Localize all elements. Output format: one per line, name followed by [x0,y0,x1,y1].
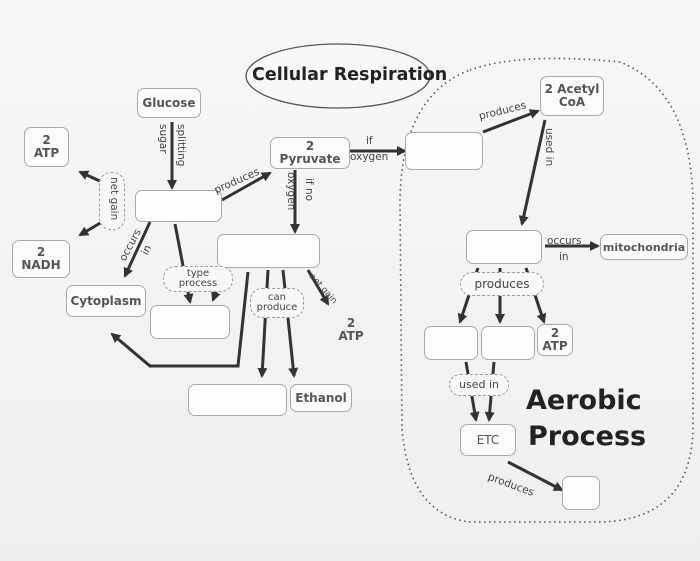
aerobic-heading-line1: Aerobic [526,385,642,416]
nadh-box: 2 NADH [12,240,70,278]
arrow-ferm-to-cytoplasm [110,271,250,368]
type-process-line1: type [186,268,210,279]
fermentation-product-blank-box[interactable] [188,384,287,416]
used-in-bubble: used in [449,374,509,396]
if-oxygen-label-1: if [366,135,373,147]
atp-mid-label: ATP [338,329,364,343]
acetyl-coa-box: 2 Acetyl CoA [540,76,604,116]
fermentation-blank-box[interactable] [217,234,320,268]
atp-right-box: 2 ATP [537,324,573,356]
mitochondria-text: mitochondria [602,240,686,254]
glucose-box: Glucose [137,88,201,118]
arrow-ferm-to-blank-bottom [257,269,270,378]
products-blank-box-left[interactable] [424,326,478,360]
produces-bubble-text: produces [474,277,530,291]
mitochondria-box: mitochondria [600,234,688,260]
atp-right-count: 2 [550,326,560,340]
arrow-ferm-to-ethanol [281,269,299,378]
aerobic-region-boundary [399,57,694,523]
arrow-acetyl-to-krebs [518,119,547,226]
occurs-label-2: occurs [547,235,582,247]
cytoplasm-box: Cytoplasm [66,285,146,317]
can-produce-bubble: can produce [250,288,304,318]
acetyl-label: CoA [558,95,586,109]
pyruvate-label: Pyruvate [279,152,341,166]
arrow-ferm-to-atp-mid [306,269,330,306]
etc-box: ETC [460,424,516,456]
atp-mid-count: 2 [346,316,356,330]
nadh-label: NADH [21,258,61,272]
glucose-text: Glucose [142,95,196,110]
pyruvate-count: 2 [305,139,315,153]
aerobic-heading-line2: Process [528,421,647,452]
atp-left-box: 2 ATP [24,127,69,167]
type-process-bubble: type process [163,266,233,292]
nadh-count: 2 [36,245,46,259]
type-process-blank-box[interactable] [150,305,230,339]
etc-product-blank-box[interactable] [562,476,600,510]
arrow-blank-to-nadh [78,220,103,237]
used-in-label-1: used in [543,128,555,167]
if-no-oxygen-label-1: if no [303,178,315,202]
atp-mid-box: 2 ATP [332,312,370,348]
in-label-2: in [559,251,569,263]
sugar-label: sugar [157,124,169,154]
aerobic-blank-box[interactable] [405,132,483,170]
atp-left-label: ATP [33,146,60,160]
net-gain-label-1: net gain [108,177,120,221]
arrow-blank-to-atp-left [78,170,103,184]
type-process-line2: process [178,278,218,289]
net-gain-bubble [99,172,125,230]
page-title: Cellular Respiration [252,65,448,85]
cytoplasm-text: Cytoplasm [70,293,142,308]
arrow-blank-to-cytoplasm-1 [123,221,152,278]
can-produce-line2: produce [256,302,298,313]
splitting-label: splitting [175,124,187,167]
acetyl-count: 2 Acetyl [544,82,600,96]
produces-bubble: produces [460,272,544,296]
arrow-aerobic-to-acetyl [482,109,540,134]
if-no-oxygen-label-2: oxygen [285,172,297,211]
title-ellipse [245,43,431,109]
if-oxygen-label-2: oxygen [350,151,389,163]
can-produce-line1: can [268,292,286,303]
ethanol-text: Ethanol [295,390,347,405]
used-in-bubble-text: used in [459,378,499,391]
products-blank-box-mid[interactable] [481,326,535,360]
krebs-blank-box[interactable] [466,230,542,264]
etc-text: ETC [476,432,500,447]
ethanol-box: Ethanol [290,384,352,412]
glycolysis-blank-box[interactable] [135,190,222,222]
arrow-blank-to-pyruvate [221,171,272,202]
arrow-etc-to-blank [507,460,564,492]
atp-left-count: 2 [42,133,51,147]
atp-right-label: ATP [542,339,568,353]
pyruvate-box: 2 Pyruvate [270,137,350,169]
